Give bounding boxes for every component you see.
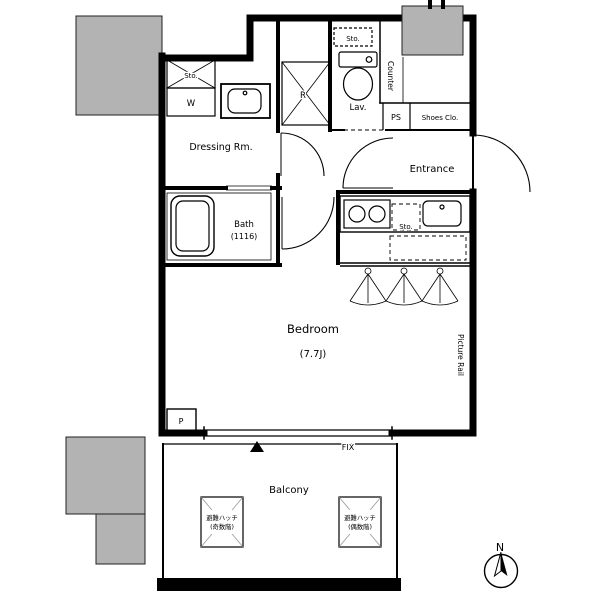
dressing-door-arc <box>280 132 325 177</box>
north-compass-icon <box>483 551 519 589</box>
hatch-odd-label-line1: 避難ハッチ <box>206 513 237 522</box>
hallway-door-arc <box>342 137 394 189</box>
storage-kitchen-label: Sto. <box>399 223 413 231</box>
fix-window <box>203 426 393 440</box>
washer-space <box>166 87 216 117</box>
storage-dressing-label: Sto. <box>184 72 198 80</box>
structure-block-top-left <box>75 15 163 116</box>
toilet-icon <box>338 51 378 101</box>
storage-lav-label: Sto. <box>346 35 360 43</box>
wall-right-bottom <box>388 188 477 437</box>
wall-left <box>158 52 208 437</box>
lavatory-fixtures <box>333 27 378 101</box>
outer-walls <box>158 14 477 437</box>
entrance-door-arc <box>472 134 531 193</box>
kitchen-counter <box>339 195 471 233</box>
wall-top-right <box>158 14 477 137</box>
hatch-odd-label-line2: (奇数階) <box>210 522 234 531</box>
bath-label: Bath <box>234 220 254 230</box>
bedroom-size-label: (7.7J) <box>300 349 327 360</box>
doors <box>226 129 531 250</box>
storage-box-lav <box>333 27 373 47</box>
kitchen-storage-box <box>391 203 421 231</box>
stove-icon <box>343 199 391 229</box>
bath-sliding-door <box>226 185 272 191</box>
evacuation-hatch-odd <box>200 496 244 548</box>
picture-rail-label: Picture Rail <box>456 334 465 376</box>
balcony-outline <box>157 443 401 591</box>
vent-pipe-icon <box>441 0 445 9</box>
vent-pipe-icon <box>428 0 432 9</box>
dressing-fixtures <box>166 59 271 119</box>
kitchen-fixtures <box>339 195 471 261</box>
bathtub-icon <box>170 195 215 257</box>
washer-label: W <box>187 99 196 109</box>
bedroom-label: Bedroom <box>287 322 339 336</box>
lavatory-label: Lav. <box>349 103 366 113</box>
structural-columns <box>65 15 163 565</box>
shoes-closet-label: Shoes Clo. <box>422 114 459 122</box>
hatch-even-label-line2: (偶数階) <box>348 522 372 531</box>
structure-block-bottom-left-upper <box>65 436 146 515</box>
window-triangle-marker <box>250 441 264 452</box>
sink-icon <box>422 200 462 227</box>
counter-label: Counter <box>386 61 395 92</box>
kitchen-cupboard-dashed <box>389 235 467 261</box>
bedroom-door-arc <box>281 196 335 250</box>
pillar-label: P <box>179 417 184 426</box>
dressing-room-label: Dressing Rm. <box>189 142 252 153</box>
fix-window-label: FIX <box>342 443 355 452</box>
refrigerator-label: R <box>300 91 306 101</box>
evacuation-hatch-even <box>338 496 382 548</box>
structure-block-top-right <box>401 0 464 56</box>
closet-hanger-rail <box>340 265 470 306</box>
hatch-even-label-line1: 避難ハッチ <box>344 513 375 522</box>
hanging-clothes-icon <box>385 267 423 306</box>
pipe-space-label: PS <box>391 113 401 122</box>
vanity-basin-icon <box>220 83 271 119</box>
bath-size-label: (1116) <box>231 232 258 241</box>
bath-fixtures <box>166 192 272 261</box>
bath-unit-outline <box>166 192 272 261</box>
hanging-clothes-icon <box>421 267 459 306</box>
structure-block-bottom-left-lower <box>95 513 146 565</box>
refrigerator-space <box>281 61 331 126</box>
pillar-box <box>166 408 197 432</box>
balcony-parapet <box>157 578 401 591</box>
hanging-clothes-icon <box>349 267 387 306</box>
entrance-label: Entrance <box>410 164 455 175</box>
balcony-label: Balcony <box>269 485 309 496</box>
north-label: N <box>496 541 504 554</box>
